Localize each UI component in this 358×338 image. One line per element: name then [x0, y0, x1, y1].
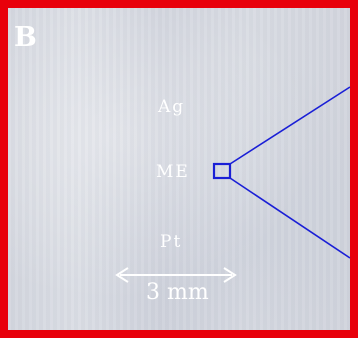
zoom-line-upper [229, 86, 351, 165]
zoom-line-lower [229, 177, 351, 259]
scale-bar-label: 3 mm [146, 280, 209, 305]
label-me: ME [156, 162, 190, 182]
label-pt: Pt [160, 232, 183, 252]
panel-letter: B [14, 22, 37, 53]
selection-box [212, 162, 232, 180]
scale-bar-arrow [115, 267, 237, 283]
label-ag: Ag [158, 97, 186, 117]
texture-overlay [8, 8, 350, 330]
